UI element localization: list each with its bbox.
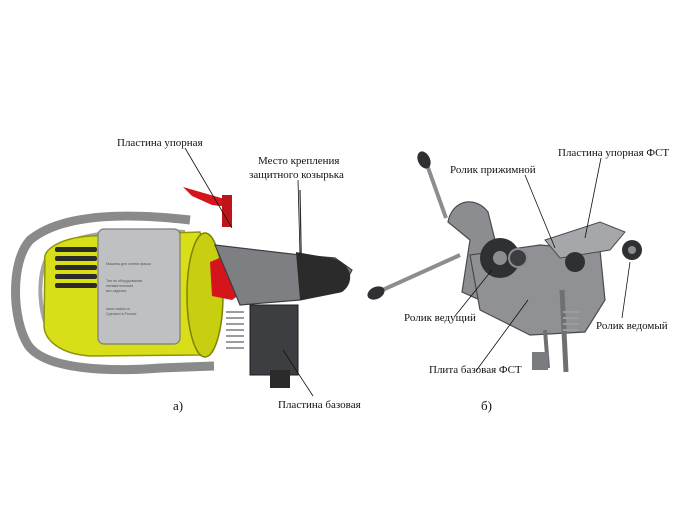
clamp-foot [532, 352, 548, 370]
label-drive-roller: Ролик ведущий [404, 312, 476, 324]
plate-line-6: Сделано в России [106, 312, 136, 316]
device-info-plate [97, 228, 181, 345]
guard-mount-arrow [299, 189, 303, 301]
plate-line-4: вес изделия [106, 289, 126, 293]
label-stop-plate-fst: Пластина упорная ФСТ [558, 147, 670, 159]
leader-driven-roller [621, 261, 631, 319]
label-base-plate-fst: Плита базовая ФСТ [429, 364, 522, 376]
lower-handle-knob [367, 286, 385, 300]
label-pressure-roller: Ролик прижимной [450, 164, 536, 176]
stop-plate-fst [544, 221, 626, 259]
pressure-roller [508, 248, 528, 268]
caption-a: а) [173, 398, 184, 413]
leader-pressure-roller [524, 174, 556, 249]
leader-stop-plate [184, 147, 233, 229]
label-guard-mount-line2: защитного козырька [249, 169, 344, 181]
label-guard-mount-line1: Место крепления [258, 155, 340, 167]
machine-a: Машина для снятия фаски Тип по оборудова… [11, 147, 353, 397]
spring-b [563, 311, 579, 331]
leader-guard-mount [297, 179, 301, 256]
middle-roller [565, 252, 585, 272]
spring-a [226, 311, 244, 349]
label-base-plate: Пластина базовая [278, 399, 361, 411]
leader-drive-roller [454, 269, 493, 317]
base-plate-a [249, 304, 299, 376]
upper-handle-rod [424, 161, 448, 219]
leader-base-plate-fst [475, 299, 529, 372]
red-lever-handle [183, 187, 230, 207]
info-plate-text: Машина для снятия фаски Тип по оборудова… [106, 262, 151, 316]
plate-line-3: пневматическая [106, 284, 133, 288]
frame-tube-outer [11, 211, 215, 375]
upper-handle-knob [417, 151, 431, 169]
plate-line-5: www.maskio.ru [106, 307, 130, 311]
label-stop-plate: Пластина упорная [117, 137, 203, 149]
cooling-fins [55, 247, 97, 288]
leader-base-plate [282, 349, 314, 397]
guard-mount-plate [296, 252, 351, 300]
plate-line-2: Тип по оборудованию [106, 279, 143, 283]
caption-b: б) [481, 398, 492, 413]
plate-line-1: Машина для снятия фаски [106, 262, 151, 266]
lower-handle-rod [377, 253, 461, 294]
base-foot-a [270, 370, 290, 388]
machine-b [367, 151, 642, 373]
label-driven-roller: Ролик ведомый [596, 320, 668, 332]
leader-stop-plate-fst [584, 157, 602, 239]
red-lever-post [222, 195, 232, 227]
